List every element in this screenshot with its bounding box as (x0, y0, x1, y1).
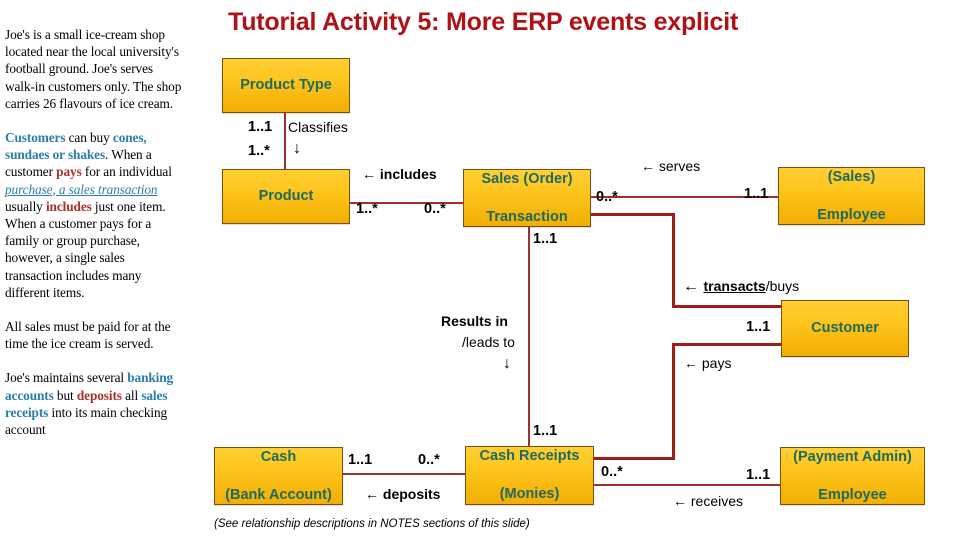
connector-transaction-receipts (528, 226, 530, 446)
relationship-label-receives: ← receives (673, 493, 744, 509)
entity-sales-employee-line1: (Sales) (827, 168, 876, 185)
entity-product-type-label: Product Type (240, 77, 332, 93)
notes-text-2d: . When a customer (5, 147, 152, 180)
notes-text-2b: can buy (65, 130, 113, 146)
notes-text-4e: all (121, 387, 142, 403)
entity-sales-employee-line2: Employee (817, 206, 886, 223)
relationship-label-classifies: Classifies (288, 119, 348, 135)
notes-text-2j: just one item. When a customer pays for … (5, 198, 166, 300)
narrative-notes-panel: Joe's is a small ice-cream shop located … (5, 26, 185, 455)
notes-term-customers: Customers (5, 130, 66, 146)
entity-cash-receipts[interactable]: Cash Receipts (Monies) (465, 446, 594, 505)
notes-text-2h: usually (5, 198, 46, 214)
relationship-label-leads-to: /leads to (462, 334, 515, 350)
notes-paragraph-1: Joe's is a small ice-cream shop located … (5, 27, 182, 111)
connector-receipts-paymentadmin (594, 484, 780, 486)
entity-payment-admin-line1: (Payment Admin) (793, 448, 912, 465)
cardinality-receipts-left: 0..* (418, 452, 440, 468)
notes-term-pays: pays (56, 164, 82, 180)
slide-title: Tutorial Activity 5: More ERP events exp… (228, 8, 739, 36)
cardinality-customer-left: 1..1 (746, 319, 771, 335)
connector-producttype-product (284, 112, 286, 170)
cardinality-product-right: 1..* (356, 201, 378, 217)
entity-cash-line1: Cash (260, 448, 297, 465)
entity-cash-bank-account[interactable]: Cash (Bank Account) (214, 447, 343, 505)
notes-term-deposits: deposits (76, 387, 122, 403)
notes-paragraph-3: All sales must be paid for at the time t… (5, 319, 171, 352)
connector-product-transaction (350, 202, 465, 204)
slide-footnote: (See relationship descriptions in NOTES … (214, 518, 530, 530)
entity-cash-line2: (Bank Account) (225, 486, 332, 503)
entity-customer-label: Customer (811, 320, 879, 336)
entity-customer[interactable]: Customer (781, 300, 909, 357)
relationship-label-buys: /buys (765, 278, 800, 294)
connector-transaction-customer-h1 (591, 213, 675, 216)
notes-term-includes: includes (45, 198, 92, 214)
cardinality-receipts-top: 1..1 (533, 423, 558, 439)
relationship-label-pays: ← pays (684, 355, 732, 371)
connector-customer-receipts-h1 (672, 343, 782, 346)
cardinality-employee-left: 1..1 (744, 186, 769, 202)
entity-product-type[interactable]: Product Type (222, 58, 350, 113)
notes-paragraph-2: Customers can buy cones, sundaes or shak… (5, 129, 185, 301)
entity-sales-employee[interactable]: (Sales) Employee (778, 167, 925, 225)
entity-sales-transaction-line2: Transaction (486, 208, 568, 225)
relationship-label-transacts-buys: ← transacts/buys (683, 278, 799, 296)
entity-product[interactable]: Product (222, 169, 350, 224)
notes-text-2f: for an individual (81, 164, 172, 180)
notes-term-products: cones, sundaes or shakes (5, 130, 147, 163)
relationship-arrow-classifies: ↓ (293, 140, 301, 157)
cardinality-paymentadmin-left: 1..1 (746, 467, 771, 483)
connector-transaction-customer-v (672, 213, 675, 308)
entity-cash-receipts-line1: Cash Receipts (479, 448, 580, 464)
cardinality-transaction-left: 0..* (424, 201, 446, 217)
relationship-label-deposits: ← deposits (365, 486, 441, 502)
cardinality-receipts-right: 0..* (601, 464, 623, 480)
connector-customer-receipts-h2 (594, 457, 675, 460)
cardinality-producttype-product-bottom: 1..* (248, 143, 270, 159)
entity-payment-admin-line2: Employee (818, 486, 887, 503)
entity-sales-transaction[interactable]: Sales (Order) Transaction (463, 169, 591, 227)
entity-sales-transaction-line1: Sales (Order) (481, 170, 573, 187)
relationship-label-transacts: transacts (703, 278, 766, 294)
notes-text-4g: into its main checking account (5, 404, 168, 438)
entity-payment-admin-employee[interactable]: (Payment Admin) Employee (780, 447, 925, 505)
notes-term-sales-receipts: sales receipts (5, 387, 168, 420)
entity-product-label: Product (258, 188, 314, 204)
cardinality-transaction-right: 0..* (596, 189, 618, 205)
notes-text-4c: but (53, 387, 77, 403)
relationship-label-includes: ← includes (362, 166, 437, 182)
connector-customer-receipts-v (672, 343, 675, 460)
transacts-arrow-icon: ← (683, 278, 704, 295)
cardinality-transaction-bottom: 1..1 (533, 231, 558, 247)
notes-paragraph-4: Joe's maintains several banking accounts… (5, 369, 185, 438)
relationship-arrow-results-in: ↓ (503, 355, 511, 372)
entity-cash-receipts-line2: (Monies) (499, 486, 560, 502)
connector-transaction-employee (591, 196, 779, 198)
notes-term-sales-transaction: purchase, a sales transaction (5, 181, 158, 197)
cardinality-producttype-product-top: 1..1 (248, 119, 273, 135)
connector-transaction-customer-h2 (672, 305, 782, 308)
cardinality-cash-right: 1..1 (348, 452, 373, 468)
notes-term-banking-accounts: banking accounts (5, 370, 174, 403)
notes-text-4a: Joe's maintains several (5, 370, 128, 386)
relationship-label-results-in: Results in (441, 313, 508, 329)
connector-cash-receipts (343, 473, 466, 475)
relationship-label-serves: ← serves (641, 158, 701, 174)
